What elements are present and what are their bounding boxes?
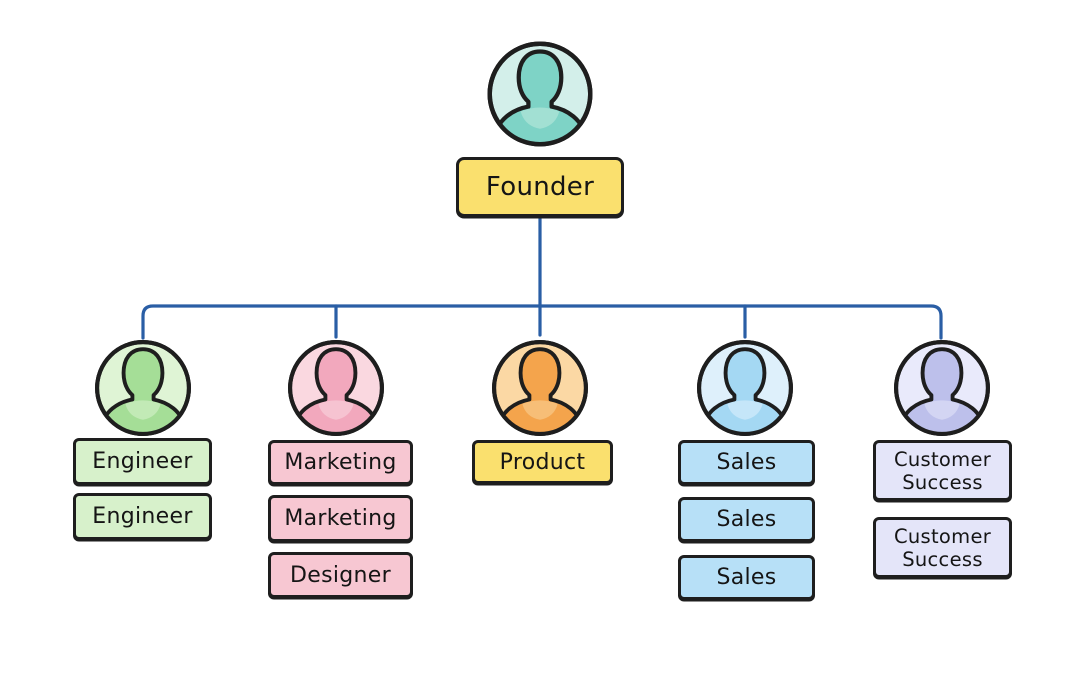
role-label: Customer Success xyxy=(893,447,992,494)
engineering-avatar-icon xyxy=(90,335,196,441)
founder-avatar-icon xyxy=(482,36,598,152)
role-box-designer: Designer xyxy=(268,552,413,598)
role-box-sales-3: Sales xyxy=(678,555,815,600)
role-label: Marketing xyxy=(284,506,397,531)
role-label: Marketing xyxy=(284,450,397,475)
role-box-customer-success-1: Customer Success xyxy=(873,440,1012,501)
role-box-engineer-2: Engineer xyxy=(73,493,212,540)
role-box-marketing-2: Marketing xyxy=(268,495,413,542)
sales-avatar-icon xyxy=(692,335,798,441)
role-box-sales-1: Sales xyxy=(678,440,815,485)
role-label: Customer Success xyxy=(893,524,992,571)
marketing-avatar-icon xyxy=(283,335,389,441)
role-box-sales-2: Sales xyxy=(678,497,815,542)
role-label: Product xyxy=(499,449,586,475)
founder-box: Founder xyxy=(456,157,624,217)
founder-label: Founder xyxy=(485,172,595,202)
connector-horizontal-rail xyxy=(141,304,943,340)
product-avatar-icon xyxy=(487,335,593,441)
role-label: Designer xyxy=(290,562,391,588)
customer-success-avatar-icon xyxy=(889,335,995,441)
role-box-customer-success-2: Customer Success xyxy=(873,517,1012,578)
role-label: Engineer xyxy=(92,504,193,529)
role-label: Sales xyxy=(716,450,777,475)
role-label: Sales xyxy=(716,507,777,532)
role-box-product: Product xyxy=(472,440,613,484)
role-label: Engineer xyxy=(92,449,193,474)
role-label: Sales xyxy=(716,565,777,590)
role-box-engineer-1: Engineer xyxy=(73,438,212,485)
role-box-marketing-1: Marketing xyxy=(268,440,413,485)
